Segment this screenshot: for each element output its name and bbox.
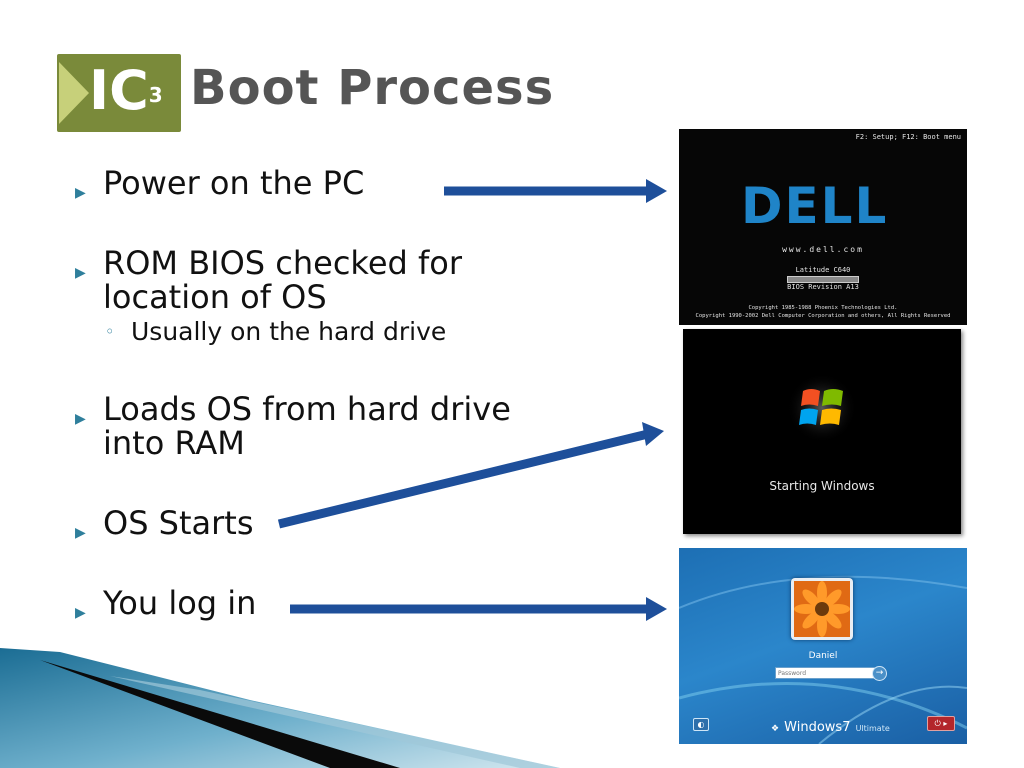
windows-7-brand: ❖ Windows7 Ultimate: [771, 716, 890, 735]
bullet-text-line2: into RAM: [103, 424, 245, 462]
bullet-marker-icon: ▶: [75, 265, 86, 281]
bios-copyright-1: Copyright 1985-1988 Phoenix Technologies…: [748, 305, 898, 311]
arrow-to-bios-icon: [444, 179, 667, 203]
bullet-marker-icon: ▶: [75, 411, 86, 427]
bullet-text-line2: location of OS: [103, 278, 327, 316]
logo-superscript: 3: [148, 83, 163, 107]
bios-progress-bar: [787, 276, 859, 283]
logon-username: Daniel: [808, 651, 838, 661]
starting-windows-label: Starting Windows: [769, 479, 875, 493]
bullet-log-in: ▶ You log in: [75, 584, 257, 622]
bios-url: www.dell.com: [782, 245, 864, 254]
bullet-rom-bios: ▶ ROM BIOS checked for location of OS: [75, 244, 462, 316]
bullet-loads-os: ▶ Loads OS from hard drive into RAM: [75, 390, 511, 462]
bios-setup-hint: F2: Setup; F12: Boot menu: [855, 133, 961, 141]
bullet-power-on: ▶ Power on the PC: [75, 164, 365, 202]
bullet-os-starts: ▶ OS Starts: [75, 504, 254, 542]
user-avatar[interactable]: [791, 578, 853, 640]
bullet-marker-icon: ▶: [75, 525, 86, 541]
windows-small-flag-icon: ❖: [771, 724, 780, 734]
starting-windows-screenshot: Starting Windows: [683, 329, 961, 534]
brand-version: 7: [842, 720, 851, 735]
bullet-text: You log in: [103, 584, 257, 622]
swoosh-decoration: [0, 648, 560, 768]
bullet-text: OS Starts: [103, 504, 254, 542]
bullet-marker-icon: ▶: [75, 185, 86, 201]
bios-screenshot: F2: Setup; F12: Boot menu DELL www.dell.…: [679, 129, 967, 325]
password-input[interactable]: [775, 667, 875, 679]
chevron-shape: [59, 62, 89, 124]
brand-edition: Ultimate: [855, 724, 890, 733]
flower-icon: [794, 581, 850, 637]
logo-letters: IC: [89, 59, 149, 122]
brand-name: Windows: [784, 720, 843, 735]
sub-bullet-text: Usually on the hard drive: [131, 317, 447, 346]
ic3-logo: IC3: [57, 54, 181, 132]
accessibility-button[interactable]: ◐: [693, 718, 709, 731]
dell-logo: DELL: [741, 177, 889, 235]
arrow-to-logon-icon: [290, 597, 667, 621]
bullet-text: Power on the PC: [103, 164, 365, 202]
logon-screenshot: Daniel → ◐ ❖ Windows7 Ultimate ⏻ ▸: [679, 548, 967, 744]
arrow-to-windows-icon: [277, 422, 664, 529]
logo-text: IC3: [89, 60, 163, 122]
bios-model: Latitude C640: [795, 266, 851, 274]
windows-flag-icon: [787, 373, 857, 443]
bios-copyright-2: Copyright 1990-2002 Dell Computer Corpor…: [695, 313, 951, 319]
bullet-marker-icon: ▶: [75, 605, 86, 621]
bullet-text-line1: ROM BIOS checked for: [103, 244, 462, 282]
sub-bullet-marker-icon: ◦: [105, 322, 115, 341]
bios-revision: BIOS Revision A13: [787, 283, 859, 291]
submit-arrow-button[interactable]: →: [872, 666, 887, 681]
slide-title: Boot Process: [190, 60, 555, 116]
shutdown-button[interactable]: ⏻ ▸: [927, 716, 955, 731]
sub-bullet-hard-drive: ◦ Usually on the hard drive: [105, 317, 447, 346]
bullet-text-line1: Loads OS from hard drive: [103, 390, 511, 428]
